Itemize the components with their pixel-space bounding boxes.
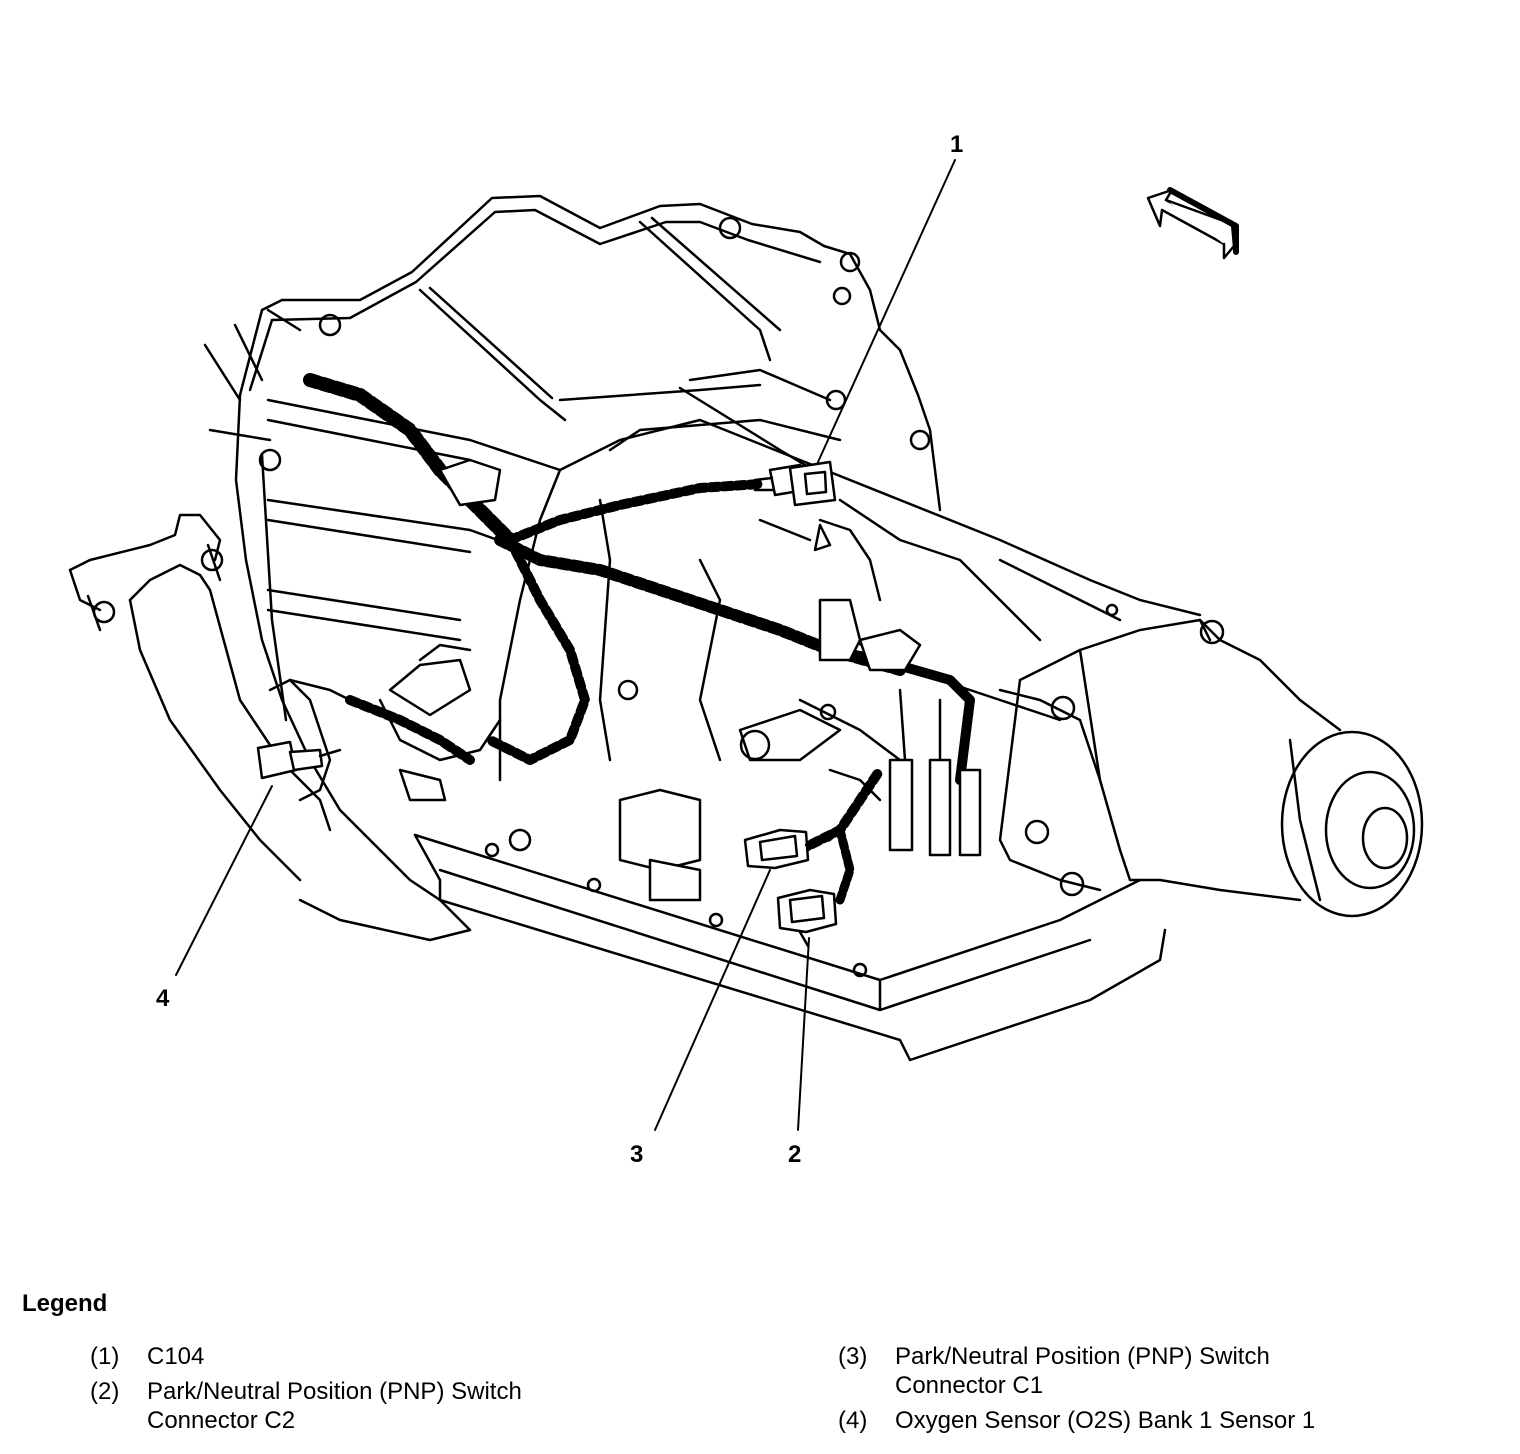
legend-item-number: (3) bbox=[838, 1343, 868, 1370]
legend-item-number: (1) bbox=[90, 1343, 120, 1370]
legend-item: (2) Park/Neutral Position (PNP) Switch C… bbox=[90, 1377, 707, 1435]
legend-item: (3) Park/Neutral Position (PNP) Switch C… bbox=[838, 1342, 1495, 1400]
tail-housing bbox=[998, 603, 1424, 918]
callout-4: 4 bbox=[156, 985, 170, 1012]
front-direction-arrow-icon bbox=[1146, 187, 1239, 260]
bellhousing-outline bbox=[234, 194, 942, 902]
pnp-c1-connector bbox=[618, 788, 832, 902]
oil-pan bbox=[298, 833, 1167, 1062]
legend-item: (1) C104 bbox=[90, 1342, 707, 1371]
legend-title: Legend bbox=[22, 1290, 108, 1317]
leader-lines bbox=[175, 159, 956, 1131]
legend-column-right: (3) Park/Neutral Position (PNP) Switch C… bbox=[838, 1342, 1495, 1441]
case-ribs bbox=[203, 216, 832, 642]
transmission-body bbox=[498, 368, 1202, 802]
exhaust-pipe bbox=[68, 513, 332, 882]
legend-item-text: Park/Neutral Position (PNP) Switch Conne… bbox=[895, 1343, 1270, 1399]
legend-item-text: Park/Neutral Position (PNP) Switch Conne… bbox=[147, 1378, 522, 1434]
legend-item-number: (4) bbox=[838, 1407, 868, 1434]
wiring-harness bbox=[268, 373, 982, 905]
pnp-c2-connector bbox=[776, 888, 838, 948]
legend-item-text: Oxygen Sensor (O2S) Bank 1 Sensor 1 bbox=[895, 1407, 1316, 1434]
callout-2: 2 bbox=[788, 1141, 801, 1168]
c104-connector bbox=[753, 460, 837, 552]
o2s-connector bbox=[256, 740, 342, 780]
legend-item: (4) Oxygen Sensor (O2S) Bank 1 Sensor 1 bbox=[838, 1406, 1495, 1435]
callout-1: 1 bbox=[950, 131, 963, 158]
harness-clips bbox=[378, 458, 922, 852]
legend-column-left: (1) C104 (2) Park/Neutral Position (PNP)… bbox=[90, 1342, 707, 1441]
legend-item-number: (2) bbox=[90, 1378, 120, 1405]
callout-3: 3 bbox=[630, 1141, 643, 1168]
legend-item-text: C104 bbox=[147, 1343, 205, 1370]
